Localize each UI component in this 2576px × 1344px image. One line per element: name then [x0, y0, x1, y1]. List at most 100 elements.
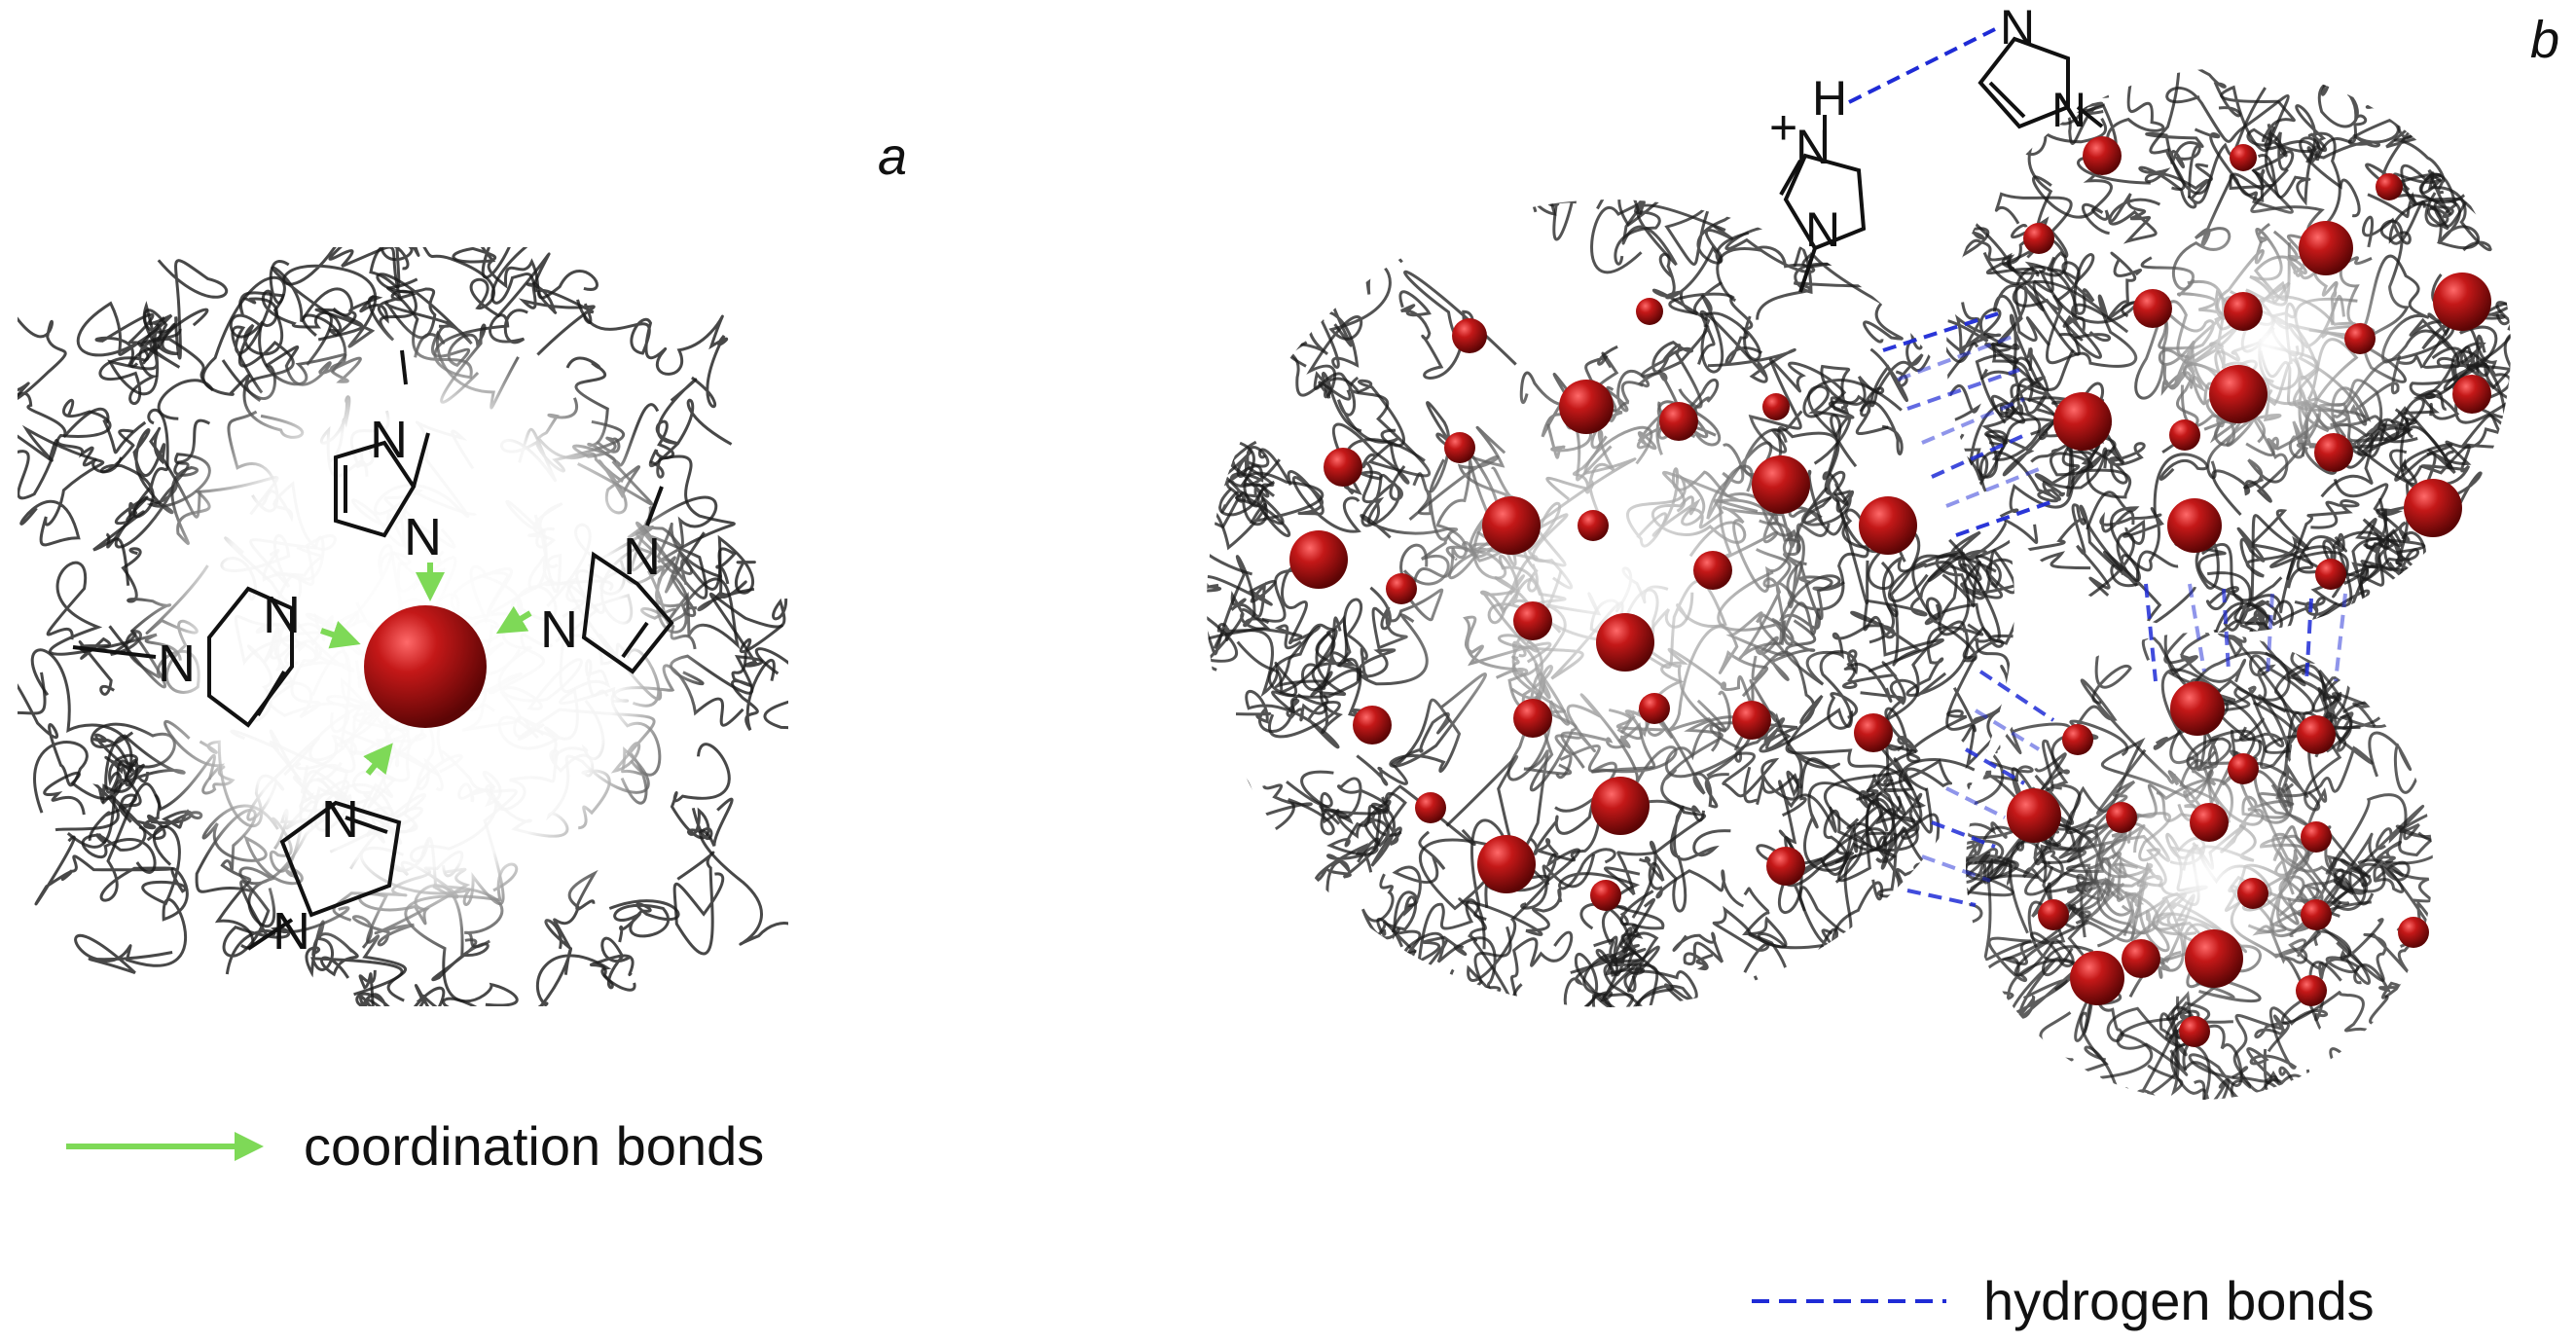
metal-ion: [1854, 713, 1893, 752]
atom-n-right-1: N: [623, 527, 661, 586]
metal-ion: [2185, 929, 2243, 988]
polymer-strand: [2281, 988, 2412, 1100]
polymer-strand: [55, 398, 124, 474]
imidazole-left: [72, 586, 294, 728]
polymer-strand: [1946, 198, 2015, 280]
atom-h-protonated: H: [1812, 71, 1847, 126]
metal-ion: [1513, 699, 1552, 738]
polymer-strand: [442, 997, 478, 1006]
metal-ion: [2228, 753, 2259, 784]
polymer-strand: [490, 247, 538, 305]
polymer-strand: [1286, 781, 1402, 848]
polymer-strand: [18, 381, 105, 547]
polymer-strand: [2194, 127, 2295, 214]
polymer-strand: [1313, 371, 1405, 448]
polymer-strand: [1558, 848, 1674, 1007]
coordination-arrow-left: [320, 621, 361, 649]
polymer-strand: [1992, 261, 2095, 346]
metal-ion: [2007, 788, 2061, 843]
polymer-strand: [2418, 95, 2510, 211]
polymer-strand: [2213, 601, 2273, 633]
polymer-strand: [1524, 200, 1603, 241]
polymer-strand: [2236, 509, 2322, 578]
polymer-strand: [730, 624, 784, 732]
metal-ion: [1578, 510, 1609, 541]
polymer-strand: [2163, 633, 2247, 683]
imidazole-bottom: [246, 800, 402, 951]
legend-hydrogen-label: hydrogen bonds: [1983, 1270, 2375, 1331]
polymer-strand: [305, 920, 404, 997]
metal-ion: [2169, 419, 2200, 451]
hydrogen-bonds-bridges: [1882, 309, 2347, 907]
polymer-strand: [1418, 968, 1502, 1007]
metal-ion: [1513, 601, 1552, 640]
polymer-strand: [2149, 68, 2242, 192]
metal-ion: [2167, 498, 2222, 553]
metal-ion: [1289, 530, 1348, 589]
polymer-strand: [1863, 551, 1966, 673]
polymer-strand: [1398, 270, 1517, 380]
polymer-strand: [1289, 341, 1431, 478]
polymer-strand: [1924, 538, 2005, 663]
polymer-strand: [2066, 68, 2185, 151]
metal-ion: [1636, 298, 1663, 325]
polymer-strand: [1803, 781, 1896, 872]
metal-ion: [2301, 899, 2332, 930]
atom-n-neighbor-1: N: [2000, 0, 2035, 54]
polymer-strand: [2220, 85, 2319, 206]
polymer-strand: [2232, 633, 2331, 687]
metal-ion: [2224, 292, 2263, 331]
polymer-strand: [1672, 931, 1724, 970]
metal-ions-globule-bottom-right: [2007, 681, 2429, 1047]
polymer-strand: [1235, 689, 1340, 749]
polymer-strand: [1333, 895, 1417, 972]
polymer-strand: [1631, 805, 1731, 919]
metal-ion: [2170, 681, 2225, 736]
polymer-strand: [1472, 930, 1574, 1007]
polymer-strand: [1306, 236, 1403, 401]
polymer-strand: [2169, 1042, 2231, 1100]
polymer-strand: [1652, 231, 1750, 374]
polymer-strand: [2217, 633, 2297, 733]
polymer-strand: [1941, 555, 2014, 715]
metal-ion: [1353, 706, 1392, 745]
polymer-strand: [1361, 830, 1446, 940]
metal-ion: [1639, 693, 1670, 724]
polymer-strand: [2031, 144, 2151, 219]
metal-ions-globule-large: [1289, 298, 1917, 911]
polymer-strand: [1314, 837, 1381, 894]
polymer-strand: [2407, 414, 2511, 474]
metal-ion: [2296, 975, 2327, 1006]
polymer-strand: [2030, 420, 2132, 499]
polymer-strand: [1601, 890, 1655, 976]
polymer-strand: [2351, 804, 2425, 893]
polymer-strand: [2182, 1024, 2307, 1091]
polymer-strand: [608, 899, 680, 943]
metal-ion: [1324, 448, 1362, 487]
metal-ion: [2053, 392, 2112, 451]
polymer-strand: [1978, 451, 2066, 503]
polymer-strand: [1742, 887, 1788, 949]
polymer-strand: [18, 316, 147, 454]
polymer-strand: [1777, 780, 1839, 915]
polymer-strand: [18, 672, 89, 814]
metal-ion: [1415, 792, 1446, 823]
polymer-strand: [1504, 945, 1660, 1007]
metal-ion: [2376, 173, 2403, 200]
polymer-strand: [1213, 622, 1298, 713]
polymer-strand: [414, 984, 446, 1006]
imidazole-top: [334, 349, 430, 538]
atom-n-bottom-1: N: [321, 790, 359, 849]
metal-ion: [2038, 899, 2069, 930]
metal-ion: [2062, 724, 2093, 755]
polymer-strand: [2299, 118, 2400, 218]
metal-ion: [2070, 951, 2124, 1005]
metal-ion: [2452, 375, 2491, 414]
metal-ion: [2315, 559, 2346, 590]
metal-ion: [2297, 715, 2336, 754]
metal-ion: [1762, 393, 1790, 420]
polymer-strand: [2353, 963, 2416, 1100]
polymer-strand: [2395, 68, 2500, 133]
polymer-strand: [2362, 197, 2498, 249]
